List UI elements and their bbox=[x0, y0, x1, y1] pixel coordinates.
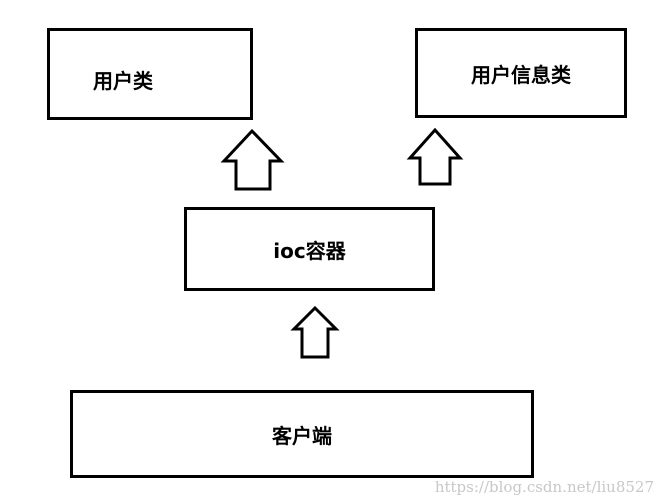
user-class-box: 用户类 bbox=[47, 28, 253, 120]
ioc-container-label: ioc容器 bbox=[273, 238, 346, 263]
user-info-class-label: 用户信息类 bbox=[471, 62, 571, 87]
arrow-ioc-to-user-info-class bbox=[406, 127, 464, 186]
user-info-class-box: 用户信息类 bbox=[415, 28, 627, 118]
client-label: 客户端 bbox=[272, 423, 332, 448]
ioc-container-box: ioc容器 bbox=[184, 207, 435, 291]
arrow-client-to-ioc bbox=[290, 305, 340, 359]
arrow-ioc-to-user-class bbox=[220, 128, 285, 191]
user-class-label: 用户类 bbox=[93, 69, 153, 93]
client-box: 客户端 bbox=[70, 390, 534, 478]
watermark-text: https://blog.csdn.net/liu8527 bbox=[434, 478, 654, 496]
